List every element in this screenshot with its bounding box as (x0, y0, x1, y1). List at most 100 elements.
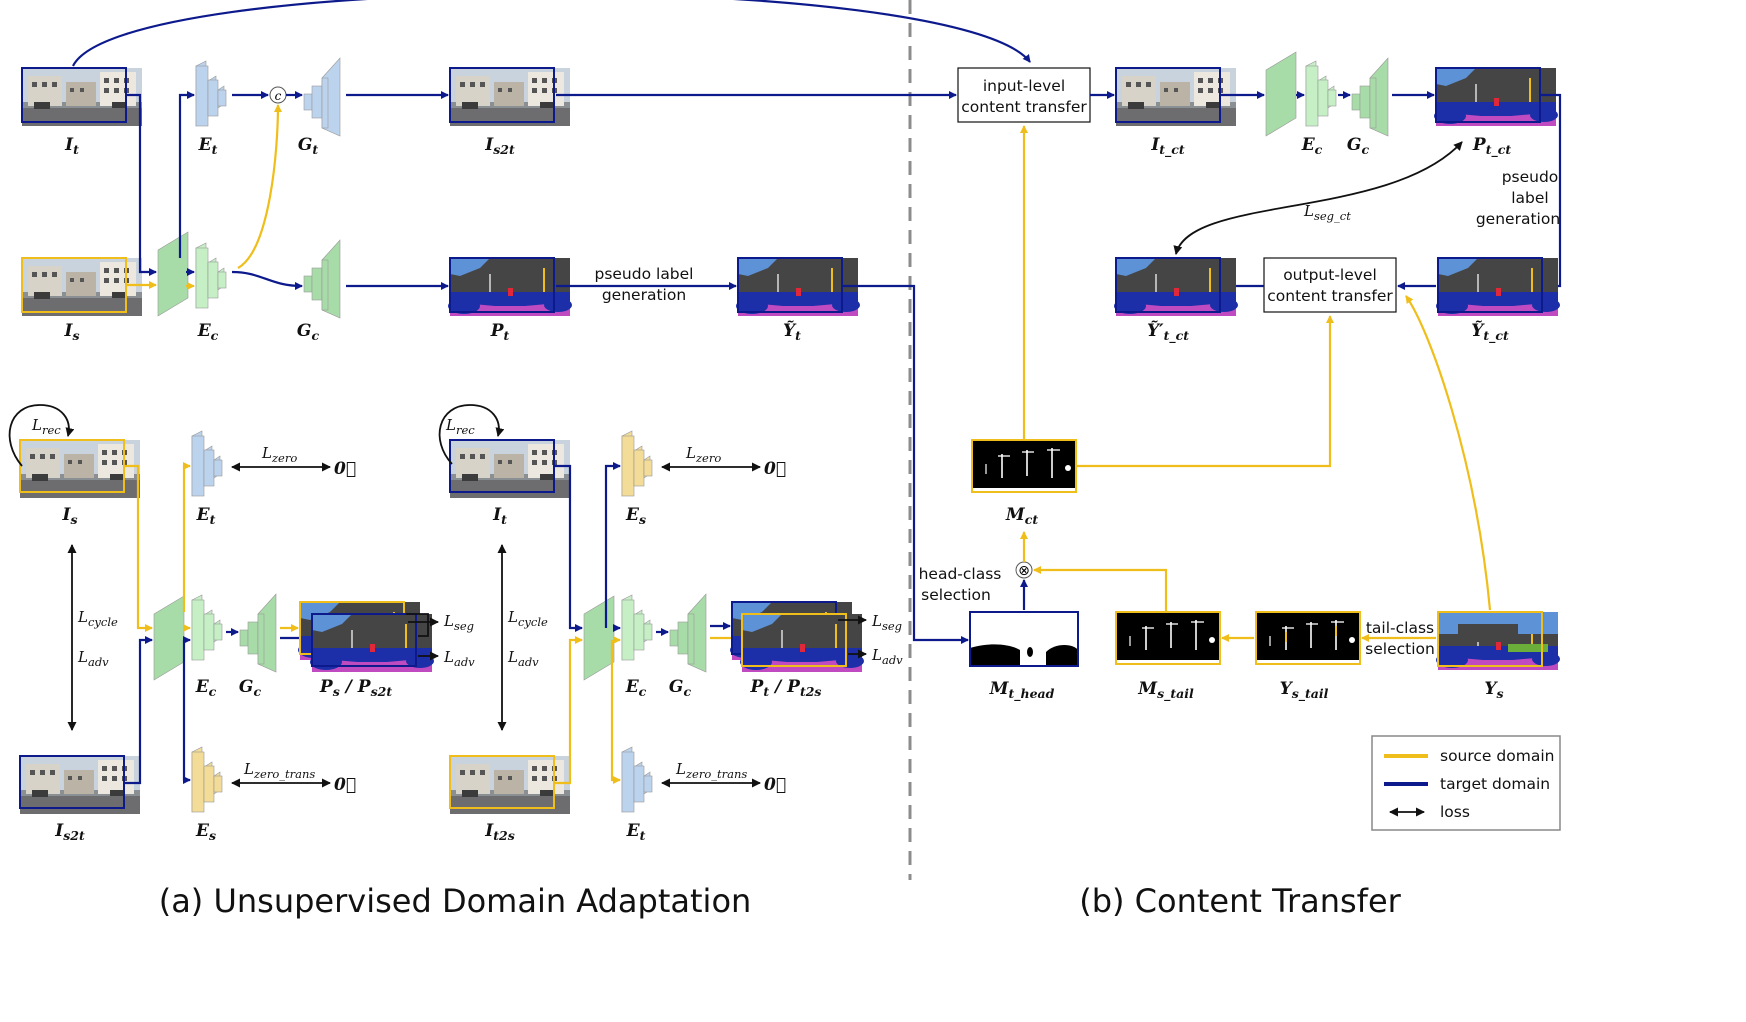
legend-loss-label: loss (1440, 803, 1470, 821)
image-c-it2s (449, 755, 570, 814)
generator-b-gc (239, 593, 277, 673)
encoder-c-ec (621, 594, 653, 661)
label-c-es: Es (625, 505, 646, 527)
loss-seg-ct: Lseg_ct (1303, 202, 1351, 223)
pseudo-vertical-2: label (1511, 189, 1549, 207)
head-class-text-2: selection (921, 586, 991, 604)
arrow-c-it2s-to-plate (554, 636, 583, 785)
label-mt-head: Mt_head (989, 679, 1055, 702)
label-ys-tail: Ys_tail (1280, 679, 1329, 702)
image-is2t (449, 67, 570, 126)
label-ms-tail: Ms_tail (1137, 679, 1194, 702)
label-b-ec: Ec (195, 677, 217, 699)
image-pt-ct (1433, 67, 1559, 127)
label-c-ec: Ec (625, 677, 647, 699)
image-ytp-ct (1113, 257, 1239, 317)
label-c-gc: Gc (669, 677, 692, 699)
image-yt-tilde (735, 257, 861, 317)
loss-adv-left-out: Ladv (443, 648, 475, 669)
arrow-it-to-content-transfer (72, 0, 1031, 67)
legend-source-label: source domain (1440, 747, 1554, 765)
label-yt-tilde: Ỹt (783, 319, 801, 343)
output-level-text-2: content transfer (1267, 287, 1393, 305)
label-is: Is (64, 321, 80, 343)
label-it: It (64, 135, 79, 157)
arrow-b-is2t-to-plate (124, 636, 153, 785)
shared-encoder-plate-bm (583, 595, 615, 681)
shared-encoder-plate-right (1265, 51, 1297, 137)
tail-class-text-1: tail-class (1366, 619, 1434, 637)
arrow-c-to-et (610, 640, 621, 784)
label-ys: Ys (1484, 679, 1503, 701)
label-b-et: Et (196, 505, 216, 527)
loss-adv-mid: Ladv (507, 648, 539, 669)
encoder-b-et (191, 430, 223, 497)
arrow-b-is-to-plate (124, 464, 153, 632)
pseudo-vertical-1: pseudo (1502, 168, 1559, 186)
loop-rec-left (8, 404, 75, 467)
label-ps-ps2t: Ps / Ps2t (319, 677, 392, 699)
loss-seg-mid: Lseg (871, 612, 902, 633)
image-b-is (19, 439, 140, 498)
loss-rec-left: Lrec (31, 416, 61, 437)
tail-class-text-2: selection (1365, 640, 1435, 658)
label-it-ct: It_ct (1150, 135, 1185, 158)
generator-gt-block (303, 57, 341, 137)
zero-vector-mid-bottom: 0⃗ (764, 775, 786, 795)
loop-rec-mid (438, 404, 505, 465)
arrow-ec-gc (231, 270, 303, 290)
label-is2t: Is2t (484, 135, 515, 157)
encoder-c-et (621, 746, 653, 813)
image-ms-tail (1115, 611, 1221, 665)
label-pt-ct: Pt_ct (1472, 135, 1511, 158)
label-c-et: Et (626, 821, 646, 843)
arrow-it-down (126, 93, 157, 276)
label-r-gc: Gc (1347, 135, 1370, 157)
label-ec: Ec (197, 321, 219, 343)
label-gc: Gc (297, 321, 320, 343)
image-it (21, 67, 142, 126)
image-it-ct (1115, 67, 1236, 126)
zero-vector-mid-top: 0⃗ (764, 459, 786, 479)
pseudo-vertical-3: generation (1476, 210, 1560, 228)
label-et: Et (198, 135, 218, 157)
concat-symbol: c (275, 89, 282, 103)
label-b-gc: Gc (239, 677, 262, 699)
label-r-ec: Ec (1301, 135, 1323, 157)
generator-r-gc (1351, 57, 1389, 137)
loss-zero-mid: Lzero (685, 444, 721, 465)
label-b-is: Is (62, 505, 78, 527)
encoder-ec-block (195, 242, 227, 309)
image-is (21, 257, 142, 316)
label-gt: Gt (298, 135, 319, 157)
image-ys-tail (1255, 611, 1361, 665)
arrow-mstail-to-multiply (1033, 566, 1168, 612)
loss-zero-trans-mid: Lzero_trans (675, 760, 747, 781)
input-level-content-transfer-box (957, 67, 1091, 123)
multiply-symbol: ⊗ (1018, 563, 1030, 579)
image-c-it (449, 439, 570, 498)
legend: source domain target domain loss (1371, 735, 1561, 831)
loss-zero-left: Lzero (261, 444, 297, 465)
shared-encoder-plate-top (157, 231, 189, 317)
input-level-text-2: content transfer (961, 98, 1087, 116)
pseudo-label-text-2: generation (602, 286, 686, 304)
zero-vector-left-top: 0⃗ (334, 459, 356, 479)
encoder-r-ec (1305, 60, 1337, 127)
encoder-c-es (621, 430, 653, 497)
legend-target-label: target domain (1440, 775, 1550, 793)
image-ys (1435, 611, 1561, 671)
bracket-seg-left (406, 613, 429, 637)
label-mct: Mct (1005, 505, 1038, 527)
image-mct (971, 439, 1077, 493)
zero-vector-left-bottom: 0⃗ (334, 775, 356, 795)
caption-a: (a) Unsupervised Domain Adaptation (159, 882, 752, 920)
loss-cycle-left: Lcycle (77, 608, 118, 629)
loss-adv-mid-out: Ladv (871, 646, 903, 667)
label-pt: Pt (490, 321, 510, 343)
loss-adv-left: Ladv (77, 648, 109, 669)
label-c-it: It (492, 505, 507, 527)
arrow-ys-to-output-transfer (1405, 295, 1492, 611)
arrow-yt-to-mhead (842, 284, 969, 644)
output-level-text-1: output-level (1283, 266, 1377, 284)
